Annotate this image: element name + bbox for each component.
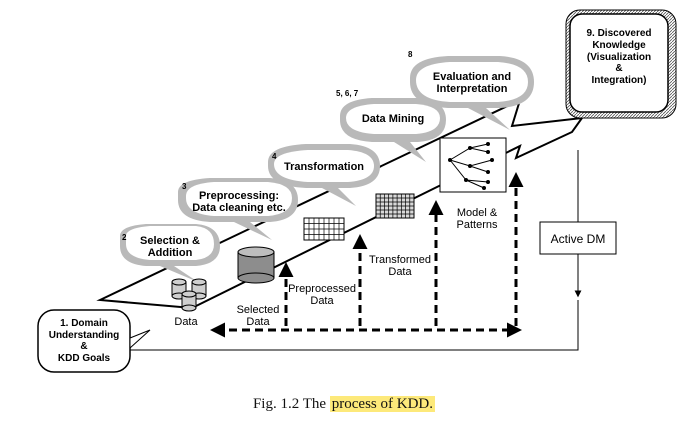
database-icon xyxy=(171,278,207,312)
process-staircase-arrow xyxy=(96,98,585,310)
speech-bubble-evaluation xyxy=(410,56,534,130)
step-number-3: 3 xyxy=(182,182,187,191)
selected-data-cylinder-icon xyxy=(237,246,275,284)
model-patterns-tree-icon xyxy=(439,137,507,193)
speech-bubble-selection xyxy=(120,224,220,282)
dashed-feedback-arrows xyxy=(210,172,524,338)
step-number-2: 2 xyxy=(122,233,127,242)
step-number-4: 4 xyxy=(272,152,277,161)
caption-prefix: Fig. 1.2 The xyxy=(252,396,330,412)
preprocessed-data-grid-icon xyxy=(303,217,345,241)
active-dm-box: Active DM xyxy=(539,221,617,255)
speech-bubble-preprocessing xyxy=(178,178,298,240)
transformed-data-grid-icon xyxy=(375,193,415,219)
label-model-patterns: Model &Patterns xyxy=(457,207,498,231)
label-data: Data xyxy=(174,316,198,328)
bubble-text-transformation: Transformation xyxy=(284,161,364,173)
bubble-text-selection: Selection &Addition xyxy=(140,235,200,259)
speech-bubble-transformation xyxy=(268,144,380,206)
bubble-text-preprocessing: Preprocessing:Data cleaning etc. xyxy=(192,190,286,214)
caption-highlight: process of KDD. xyxy=(329,396,436,412)
figure-caption: Fig. 1.2 The process of KDD. xyxy=(0,396,688,413)
active-dm-label: Active DM xyxy=(551,232,606,246)
speech-bubble-data-mining xyxy=(340,98,446,162)
step-number-5-6-7: 5, 6, 7 xyxy=(336,89,359,98)
bubble-text-data-mining: Data Mining xyxy=(362,113,424,125)
step-number-8: 8 xyxy=(408,50,413,59)
